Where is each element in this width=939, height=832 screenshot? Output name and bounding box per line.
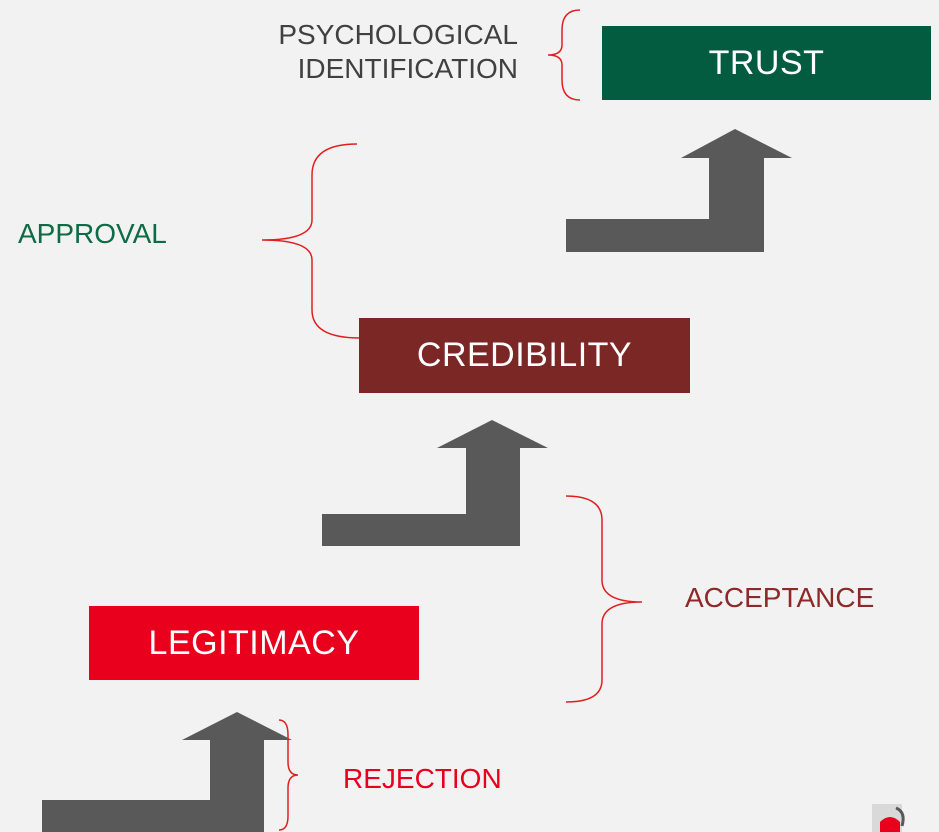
trust-box: TRUST [602, 26, 931, 100]
brace-rejection [278, 719, 299, 831]
brace-approval [261, 143, 361, 339]
brace-acceptance [565, 495, 643, 703]
rejection-label: REJECTION [343, 763, 502, 794]
psychological-line: PSYCHOLOGICAL [278, 19, 518, 50]
identification-line: IDENTIFICATION [297, 53, 518, 84]
psychological-identification-label: PSYCHOLOGICAL IDENTIFICATION [180, 18, 518, 86]
legitimacy-box: LEGITIMACY [89, 606, 419, 680]
brace-psychological-identification [547, 9, 581, 101]
approval-label: APPROVAL [18, 218, 167, 249]
step-arrow-acceptance-to-credibility [322, 420, 548, 546]
step-arrow-rejection-to-legitimacy [42, 712, 292, 832]
credibility-box: CREDIBILITY [359, 318, 690, 393]
step-arrow-approval-to-trust [566, 129, 792, 252]
corner-logo [872, 804, 905, 832]
acceptance-label: ACCEPTANCE [685, 582, 875, 613]
